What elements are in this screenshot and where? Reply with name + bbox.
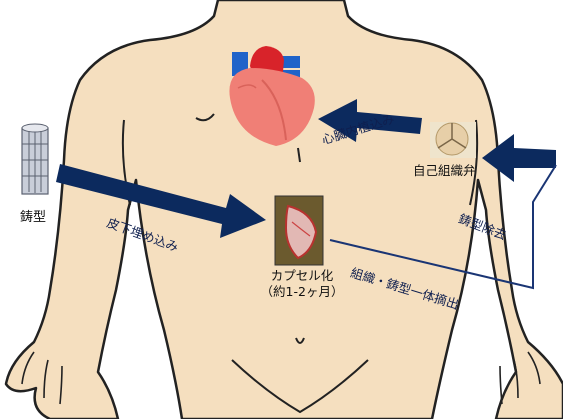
- tissue-capsule-photo: [275, 196, 323, 265]
- capsule-label: カプセル化 （約1-2ヶ月）: [256, 268, 348, 300]
- cylindrical-mold-icon: [22, 124, 48, 194]
- mold-label: 鋳型: [20, 206, 46, 225]
- valve-photo: [430, 122, 476, 158]
- autologous-valve-label: 自己組織弁: [413, 160, 476, 179]
- capsule-label-line2: （約1-2ヶ月）: [256, 284, 348, 300]
- capsule-label-line1: カプセル化: [256, 268, 348, 284]
